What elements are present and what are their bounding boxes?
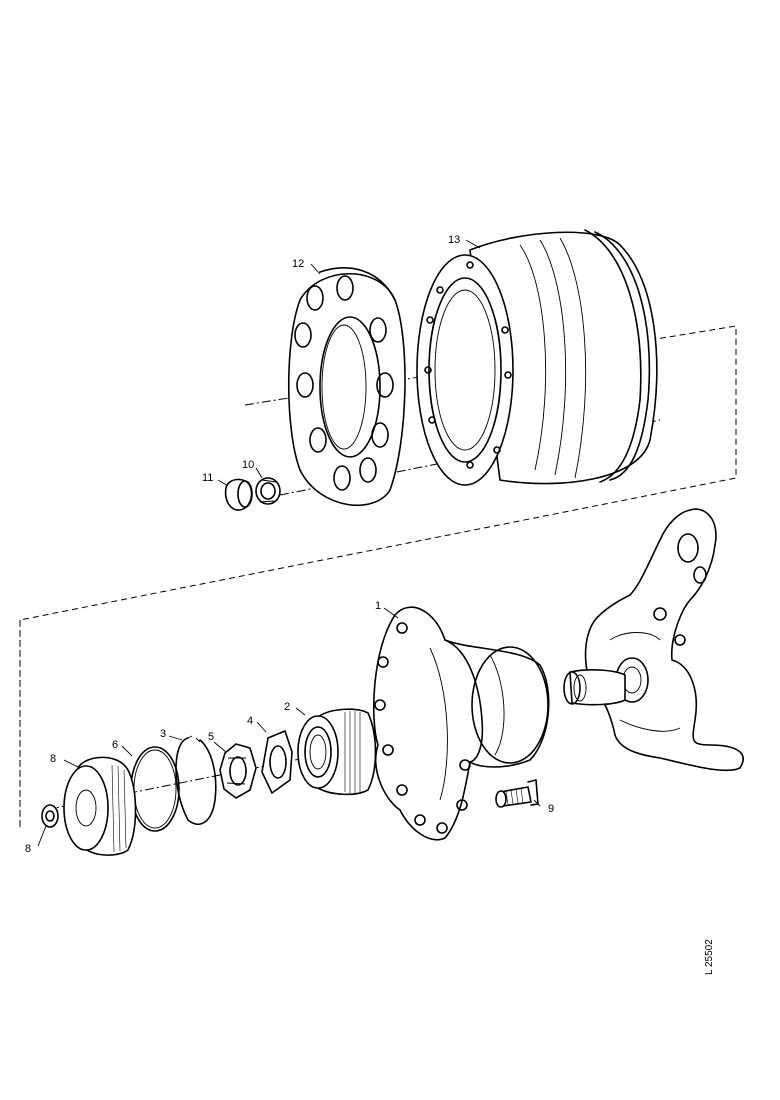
callout-leaders (37, 239, 541, 847)
flange-stud-holes (294, 275, 394, 491)
drum-bolt-holes (424, 261, 512, 469)
callout-5: 5 (208, 731, 214, 743)
callout-9-bolt: 9 (548, 803, 554, 815)
callout-2: 2 (284, 701, 290, 713)
drawing-reference: L 25502 (704, 939, 715, 975)
hub-cap-plug (41, 804, 59, 828)
wheel-hub (372, 606, 550, 841)
cap-nut (224, 478, 253, 511)
callout-1: 1 (375, 600, 381, 612)
callout-8-plug: 8 (25, 843, 31, 855)
callout-8-cap: 8 (50, 753, 56, 765)
callout-3: 3 (160, 728, 166, 740)
circlip (175, 735, 217, 825)
callout-4: 4 (247, 715, 253, 727)
wheel-bearing (297, 708, 377, 796)
lock-washer (261, 730, 293, 794)
axle-nut (219, 743, 257, 799)
wheel-nut (255, 477, 281, 505)
steering-knuckle (563, 508, 744, 772)
callout-11: 11 (202, 472, 213, 484)
callout-13: 13 (448, 234, 460, 246)
wheel-flange-plate (287, 267, 406, 507)
o-ring (130, 746, 180, 832)
callout-labels: 13 12 10 11 1 2 4 3 5 6 8 8 9 (25, 234, 554, 855)
callout-12: 12 (292, 258, 304, 270)
hub-cap (63, 756, 137, 856)
callout-6: 6 (112, 739, 118, 751)
hub-stud-holes (374, 622, 471, 834)
callout-10: 10 (242, 459, 254, 471)
hub-bolt (495, 779, 539, 808)
brake-drum (416, 229, 658, 486)
